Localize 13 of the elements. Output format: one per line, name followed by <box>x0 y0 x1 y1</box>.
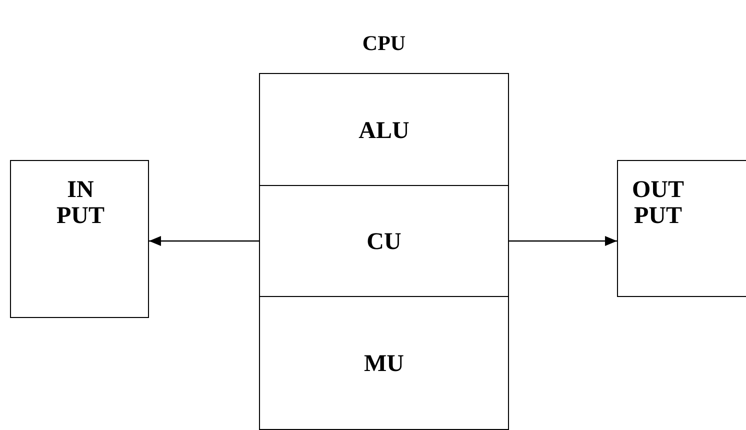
box-label: IN PUT <box>56 177 106 229</box>
arrow <box>149 236 259 246</box>
box-label: MU <box>363 351 405 377</box>
box-label: OUT PUT <box>630 177 685 229</box>
box-label: CU <box>366 229 402 255</box>
process-box <box>259 73 509 186</box>
arrow <box>509 236 617 246</box>
process-box <box>10 160 149 318</box>
process-box <box>259 296 509 430</box>
box-label: ALU <box>358 118 410 144</box>
process-box <box>617 160 746 297</box>
heading-text: CPU <box>361 30 407 56</box>
process-box <box>259 185 509 297</box>
